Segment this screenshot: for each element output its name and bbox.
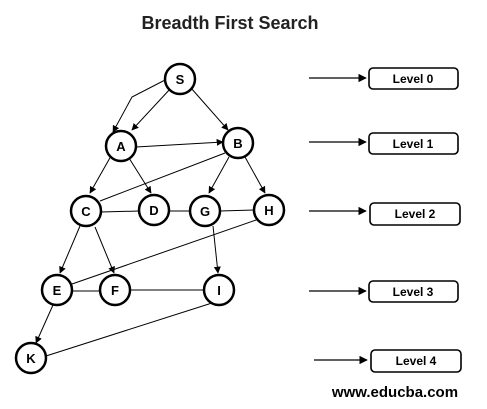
svg-text:K: K: [26, 351, 36, 366]
edge-b-g: [208, 156, 230, 194]
level-row-0: Level 0: [309, 67, 459, 90]
level-box: [368, 67, 459, 90]
svg-text:D: D: [149, 203, 158, 218]
edge-s-a-bend: [112, 78, 168, 133]
level-label: Level 4: [396, 354, 437, 368]
svg-text:F: F: [111, 283, 119, 298]
node-d: D: [137, 193, 171, 227]
node-c: C: [69, 194, 103, 228]
edge-c-e: [59, 225, 81, 274]
edge-h-e: [71, 218, 260, 285]
level-label: Level 2: [395, 207, 436, 221]
node-g: G: [188, 194, 222, 228]
level-row-4: Level 4: [314, 349, 462, 373]
diagram-title: Breadth First Search: [141, 13, 318, 33]
edge-c-f: [94, 226, 115, 274]
node-a: A: [104, 129, 138, 163]
nodes: S A B C D G H E: [14, 62, 286, 375]
svg-text:G: G: [200, 204, 210, 219]
svg-text:B: B: [233, 136, 242, 151]
level-box: [369, 202, 461, 226]
node-s: S: [163, 62, 197, 96]
edge-a-d: [128, 157, 152, 194]
svg-text:H: H: [264, 203, 273, 218]
level-row-3: Level 3: [309, 280, 459, 303]
edge-a-c: [89, 155, 112, 194]
node-i: I: [202, 273, 236, 307]
edge-e-k: [35, 304, 54, 344]
edge-b-h: [244, 156, 266, 194]
edge-a-b: [135, 138, 224, 148]
level-box: [368, 280, 459, 303]
level-row-2: Level 2: [309, 202, 461, 226]
level-box: [370, 349, 462, 373]
levels: Level 0 Level 1 Level 2 Level 3 Level 4: [309, 67, 462, 373]
level-label: Level 3: [393, 285, 434, 299]
node-k: K: [14, 341, 48, 375]
edge-c-d: [100, 210, 140, 213]
level-box: [368, 132, 459, 155]
svg-text:C: C: [81, 204, 91, 219]
edge-g-h: [219, 209, 255, 212]
edge-g-i: [212, 225, 221, 274]
svg-text:A: A: [116, 139, 126, 154]
edge-i-k: [45, 302, 213, 357]
svg-text:E: E: [53, 283, 62, 298]
level-row-1: Level 1: [309, 132, 459, 155]
node-e: E: [40, 273, 74, 307]
node-f: F: [98, 273, 132, 307]
node-b: B: [221, 126, 255, 160]
edge-b-c: [99, 152, 226, 202]
svg-text:I: I: [217, 283, 221, 298]
node-h: H: [252, 193, 286, 227]
svg-text:S: S: [176, 72, 185, 87]
level-label: Level 1: [393, 137, 434, 151]
edge-s-a: [131, 87, 172, 131]
edge-s-b: [190, 87, 229, 131]
level-label: Level 0: [393, 72, 434, 86]
edges: [35, 78, 266, 357]
footer-url: www.educba.com: [331, 384, 458, 401]
